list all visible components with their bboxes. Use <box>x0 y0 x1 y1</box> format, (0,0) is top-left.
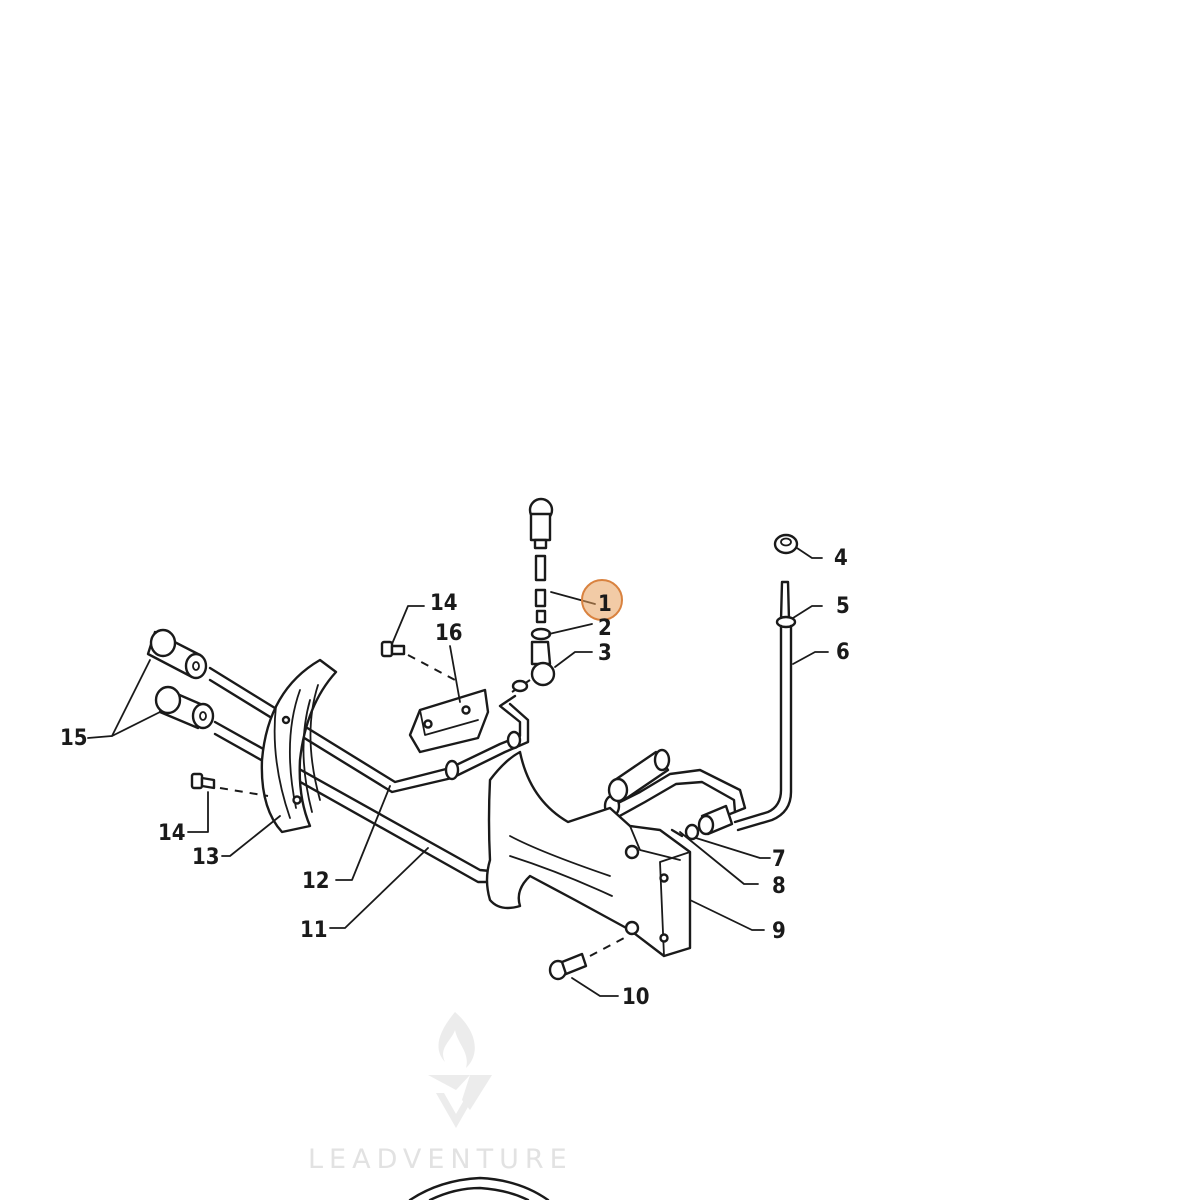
part-12-upper-rod <box>208 666 530 794</box>
part-2-washer <box>530 627 552 641</box>
part-14-bolt-top <box>380 640 406 658</box>
part-label-13[interactable]: 13 <box>192 845 220 870</box>
part-14-bolt-lower <box>190 772 216 790</box>
leadventure-flame-icon <box>428 1012 492 1128</box>
part-label-10[interactable]: 10 <box>622 985 650 1010</box>
part-13-quadrant-plate <box>260 658 338 834</box>
leader-lines <box>87 547 829 997</box>
main-frame <box>485 750 692 958</box>
part-5-6-vertical-rod <box>733 580 797 832</box>
part-label-15[interactable]: 15 <box>60 726 88 751</box>
part-label-14-top[interactable]: 14 <box>430 591 458 616</box>
part-1-knob-stem <box>528 497 554 624</box>
part-label-14-lower[interactable]: 14 <box>158 821 186 846</box>
part-7-8-clip-pin <box>670 804 734 841</box>
part-label-2[interactable]: 2 <box>598 616 612 641</box>
part-label-9[interactable]: 9 <box>772 919 786 944</box>
part-label-16[interactable]: 16 <box>435 621 463 646</box>
part-label-5[interactable]: 5 <box>836 594 850 619</box>
part-10-bolt <box>548 952 588 981</box>
part-16-bracket <box>408 688 490 754</box>
part-label-8[interactable]: 8 <box>772 874 786 899</box>
next-part-edge <box>408 1176 550 1202</box>
part-label-1[interactable]: 1 <box>598 592 612 617</box>
part-3-ball-joint <box>530 640 556 687</box>
watermark-text: LEADVENTURE <box>308 1144 573 1175</box>
watermark: LEADVENTURE <box>308 1012 573 1175</box>
part-labels: 1 2 3 4 5 6 7 8 9 10 11 12 13 14 14 15 1… <box>60 546 850 1010</box>
part-label-3[interactable]: 3 <box>598 641 612 666</box>
rod-sleeve <box>607 748 671 803</box>
part-4-nut <box>773 533 799 555</box>
part-label-6[interactable]: 6 <box>836 640 850 665</box>
part-15-handle-grips <box>146 628 215 730</box>
part-label-11[interactable]: 11 <box>300 918 328 943</box>
part-label-4[interactable]: 4 <box>834 546 848 571</box>
part-label-12[interactable]: 12 <box>302 869 330 894</box>
parts-drawing <box>146 497 799 981</box>
highlight-marker <box>581 579 623 621</box>
part-label-7[interactable]: 7 <box>772 847 786 872</box>
